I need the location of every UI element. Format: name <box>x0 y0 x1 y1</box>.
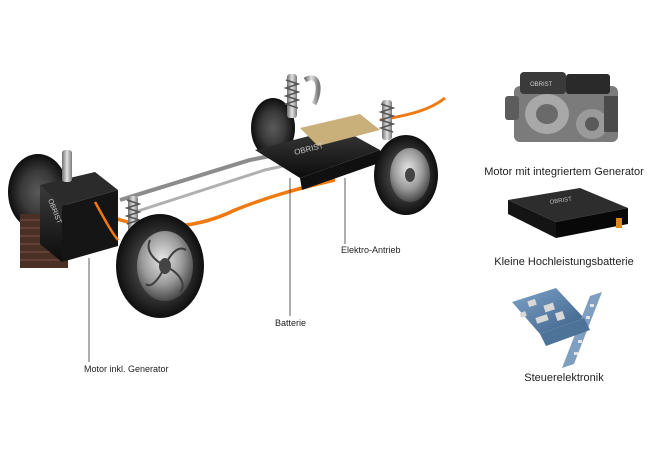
callout-motor-generator: Motor inkl. Generator <box>84 364 169 374</box>
engine-logo: OBRIST <box>530 82 553 88</box>
exhaust-pipe <box>303 75 321 106</box>
caption-control-electronics: Steuerelektronik <box>524 372 604 384</box>
spring-rear-right <box>378 103 396 133</box>
strut-front <box>62 150 72 182</box>
spring-front-right <box>124 199 142 225</box>
chassis-battery <box>255 128 380 178</box>
spring-rear-left <box>283 79 301 109</box>
caption-battery-pack: Kleine Hochleistungsbatterie <box>494 256 634 268</box>
hub-front-right <box>159 258 171 274</box>
battery-cells <box>300 114 380 146</box>
chassis-battery-side <box>300 150 382 190</box>
motor-generator-side <box>62 190 118 262</box>
front-axle: OBRIST <box>8 150 204 318</box>
control-electronics-illustration <box>512 288 602 368</box>
callout-e-drive: Elektro-Antrieb <box>341 245 401 255</box>
motor-generator-front <box>40 185 62 262</box>
battery-pack-logo: OBRIST <box>549 197 572 206</box>
callout-battery: Batterie <box>275 318 307 328</box>
motor-generator-unit <box>40 172 118 206</box>
rear-axle: OBRIST <box>251 74 438 215</box>
hv-cable-front <box>93 201 119 241</box>
engine-illustration: OBRIST <box>505 72 618 142</box>
caption-engine: Motor mit integriertem Generator <box>484 166 644 178</box>
battery-pack-illustration: OBRIST <box>508 188 628 238</box>
hub-rear-right <box>405 168 415 182</box>
